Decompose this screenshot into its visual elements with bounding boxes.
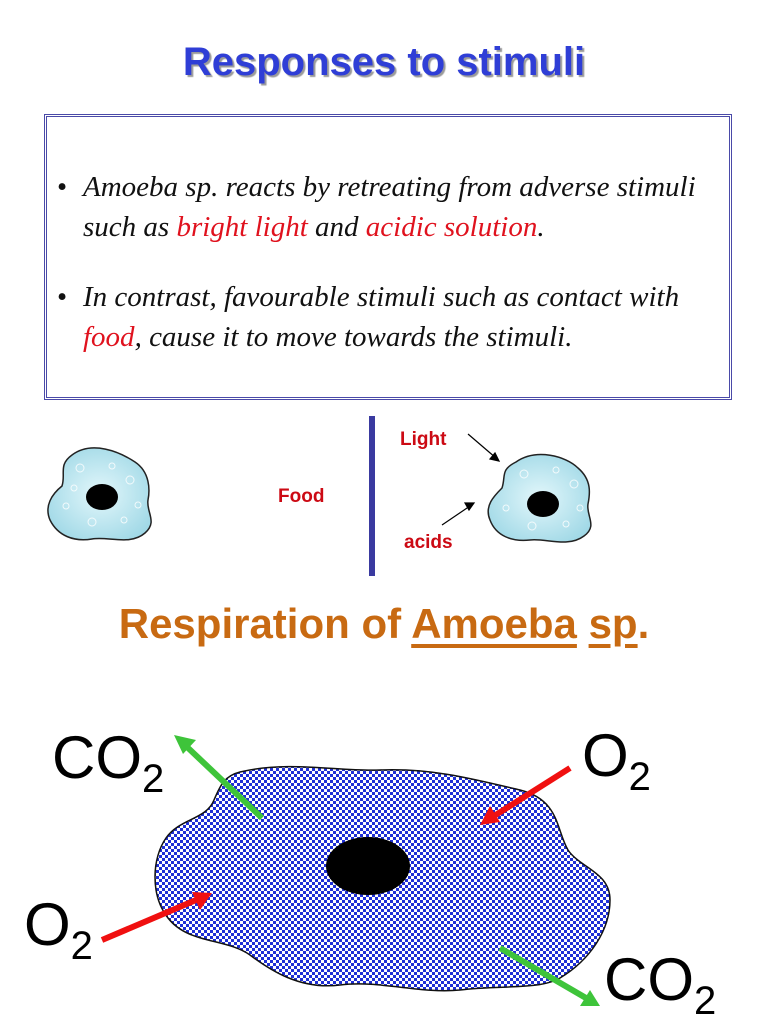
o2-in-arrow-top [480, 765, 572, 825]
amoeba-word: Amoeba [411, 600, 577, 647]
respiration-title: Respiration of Amoeba sp. [0, 600, 768, 648]
bullet-1-text-c: . [537, 211, 545, 243]
bullet-1-text-a: Amoeba sp. reacts by retreating from adv… [83, 171, 696, 243]
bullet-2-text-b: , cause it to move towards the stimuli. [134, 321, 573, 353]
bullet-item-1: • Amoeba sp. reacts by retreating from a… [47, 167, 729, 247]
bullet-2-text-a: In contrast, favourable stimuli such as … [83, 281, 680, 313]
stimuli-text-box: • Amoeba sp. reacts by retreating from a… [44, 114, 732, 400]
light-arrow-head [488, 451, 501, 462]
page-title: Responses to stimuli [182, 40, 586, 84]
bright-light-text: bright light [176, 211, 308, 243]
respiration-title-text: Respiration of [118, 600, 412, 647]
o2-label-bottom: O2 [24, 895, 93, 968]
panel-divider [369, 416, 375, 576]
amoeba-left-nucleus [86, 484, 118, 510]
title-period: . [637, 600, 650, 647]
amoeba-right [487, 453, 592, 543]
co2-label-bottom: CO2 [604, 950, 717, 1023]
bullet-dot: • [57, 281, 68, 313]
sp-word: sp [588, 600, 638, 647]
o2-in-arrow-bottom [100, 892, 212, 943]
co2-label-top: CO2 [52, 728, 165, 801]
light-label: Light [400, 429, 447, 450]
amoeba-left [47, 447, 152, 541]
bullet-item-2: • In contrast, favourable stimuli such a… [47, 277, 729, 357]
co2-label-top-sub: 2 [142, 757, 165, 801]
o2-label-top: O2 [582, 726, 651, 799]
acidic-solution-text: acidic solution [365, 211, 538, 243]
co2-out-arrow-bottom [498, 945, 600, 1006]
respiring-amoeba-cell [154, 765, 611, 992]
o2-label-bottom-main: O [24, 891, 71, 958]
o2-label-top-main: O [582, 722, 629, 789]
acids-arrow [441, 505, 471, 526]
title-space [577, 600, 589, 647]
acids-label: acids [404, 532, 453, 553]
food-text: food [83, 321, 135, 353]
co2-label-top-main: CO [52, 724, 142, 791]
o2-label-bottom-sub: 2 [70, 924, 93, 968]
bullet-list: • Amoeba sp. reacts by retreating from a… [47, 167, 729, 387]
amoeba-right-nucleus [527, 491, 559, 517]
co2-label-bottom-main: CO [604, 946, 694, 1013]
o2-label-top-sub: 2 [628, 755, 651, 799]
bullet-dot: • [57, 171, 68, 203]
cell-nucleus [326, 837, 410, 895]
co2-out-arrow-top [174, 735, 265, 821]
co2-label-bottom-sub: 2 [694, 979, 717, 1023]
food-label: Food [278, 486, 325, 507]
bullet-1-text-b: and [307, 211, 366, 243]
light-arrow [467, 433, 497, 459]
acids-arrow-head [463, 502, 476, 512]
